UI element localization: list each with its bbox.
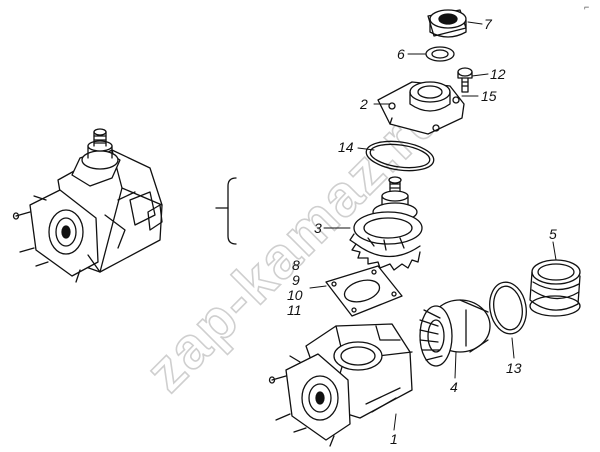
label-part-11: 11: [287, 302, 302, 318]
label-part-14: 14: [338, 139, 354, 155]
part-4-drawing: [419, 299, 491, 367]
part-14-drawing: [365, 140, 435, 172]
label-part-3: 3: [314, 220, 322, 236]
part-5-drawing: [529, 259, 581, 317]
leader-lines: [309, 21, 557, 431]
label-part-1: 1: [390, 431, 398, 447]
part-13-drawing: [489, 281, 527, 335]
label-part-15: 15: [481, 88, 497, 104]
part-8-11-gasket-drawing: [325, 265, 403, 317]
part-6-drawing: [425, 46, 455, 62]
corner-mark: ⌐: [584, 2, 589, 12]
label-part-6: 6: [397, 46, 405, 62]
label-part-12: 12: [490, 66, 506, 82]
label-part-8: 8: [292, 257, 300, 273]
part-2-drawing: [377, 81, 465, 135]
part-3-drawing: [349, 176, 423, 271]
label-part-5: 5: [549, 226, 557, 242]
label-part-2: 2: [359, 96, 368, 112]
part-7-drawing: [427, 9, 467, 38]
part-1-drawing: [268, 323, 413, 447]
group-bracket: [227, 177, 237, 245]
assembled-unit-drawing: [12, 128, 163, 283]
label-part-10: 10: [287, 287, 303, 303]
label-part-9: 9: [292, 272, 300, 288]
label-part-13: 13: [506, 360, 522, 376]
label-part-7: 7: [484, 16, 493, 32]
label-part-4: 4: [450, 379, 458, 395]
part-labels: 7 6 12 2 15 14 3 8 9 10 11 5 13 4 1: [287, 16, 557, 447]
part-12-drawing: [457, 67, 473, 93]
